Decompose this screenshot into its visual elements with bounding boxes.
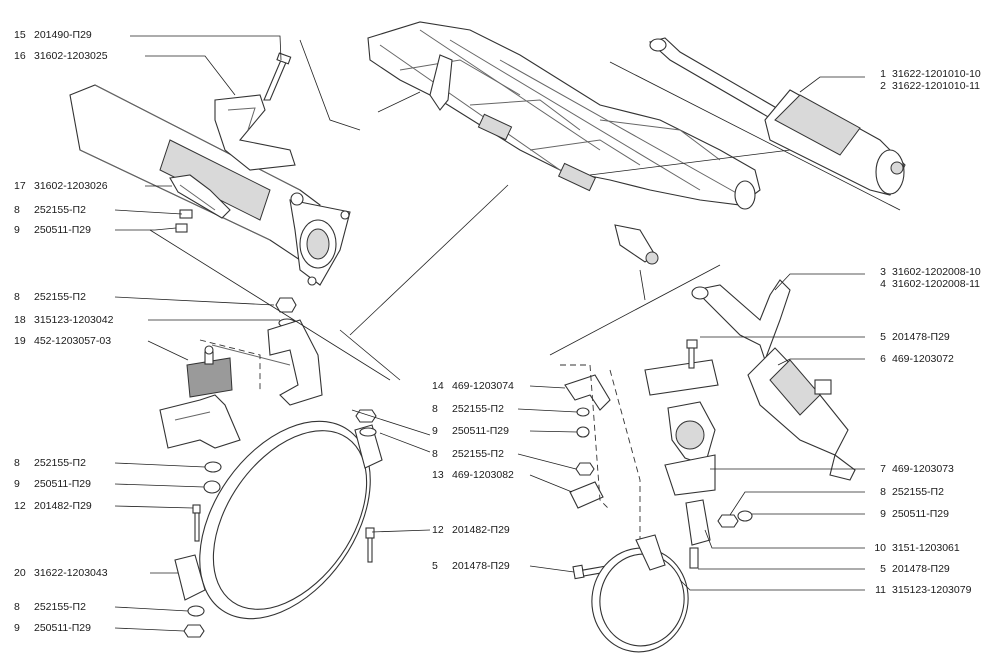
clamp-20 xyxy=(174,420,383,620)
bolt-5-upper xyxy=(686,339,698,369)
nut-8-mid xyxy=(275,297,297,313)
clamp-11 xyxy=(591,534,689,653)
front-exhaust-pipe xyxy=(69,84,351,286)
nut-8-lower xyxy=(204,461,222,473)
clip-13 xyxy=(569,481,604,509)
washer-9-bottom xyxy=(183,624,205,638)
rubber-mount-19 xyxy=(186,344,291,398)
section-line-2 xyxy=(549,264,721,356)
bolt-15 xyxy=(263,52,292,101)
bracket-10 xyxy=(685,499,753,546)
bracket-16 xyxy=(214,94,296,171)
insulator-7 xyxy=(644,359,719,496)
bolt-12-left xyxy=(192,504,201,542)
lower-bracket xyxy=(159,394,241,449)
pointer-line-3 xyxy=(589,149,791,176)
muffler-1-2 xyxy=(648,37,906,196)
assembly-dashed-line-2 xyxy=(560,364,611,511)
muffler-3-4-6 xyxy=(691,279,856,481)
pointer-line-2 xyxy=(349,184,509,336)
nut-8-mid-right xyxy=(576,407,590,417)
section-line-3 xyxy=(339,329,401,381)
nut-8-mid-lower xyxy=(575,462,595,476)
pointer-line-1 xyxy=(377,91,421,113)
bracket-18 xyxy=(267,319,323,406)
vehicle-frame xyxy=(367,21,761,265)
pointer-line-4 xyxy=(639,269,646,301)
washer-9-mid-right xyxy=(576,426,590,438)
nut-8-bottom xyxy=(187,605,205,617)
section-line-4 xyxy=(609,61,901,211)
callout-leaders xyxy=(114,35,865,632)
bolt-5-right xyxy=(689,547,699,569)
washer-9-upper xyxy=(175,223,188,233)
right-side-hardware-set xyxy=(351,409,431,563)
assembly-dashed-line-3 xyxy=(199,339,261,390)
clamp-half-14 xyxy=(564,374,611,411)
bracket-17 xyxy=(169,174,231,219)
assembly-dashed-line-1 xyxy=(609,369,641,590)
section-line-1 xyxy=(299,39,361,131)
washer-9-lower xyxy=(203,480,221,494)
